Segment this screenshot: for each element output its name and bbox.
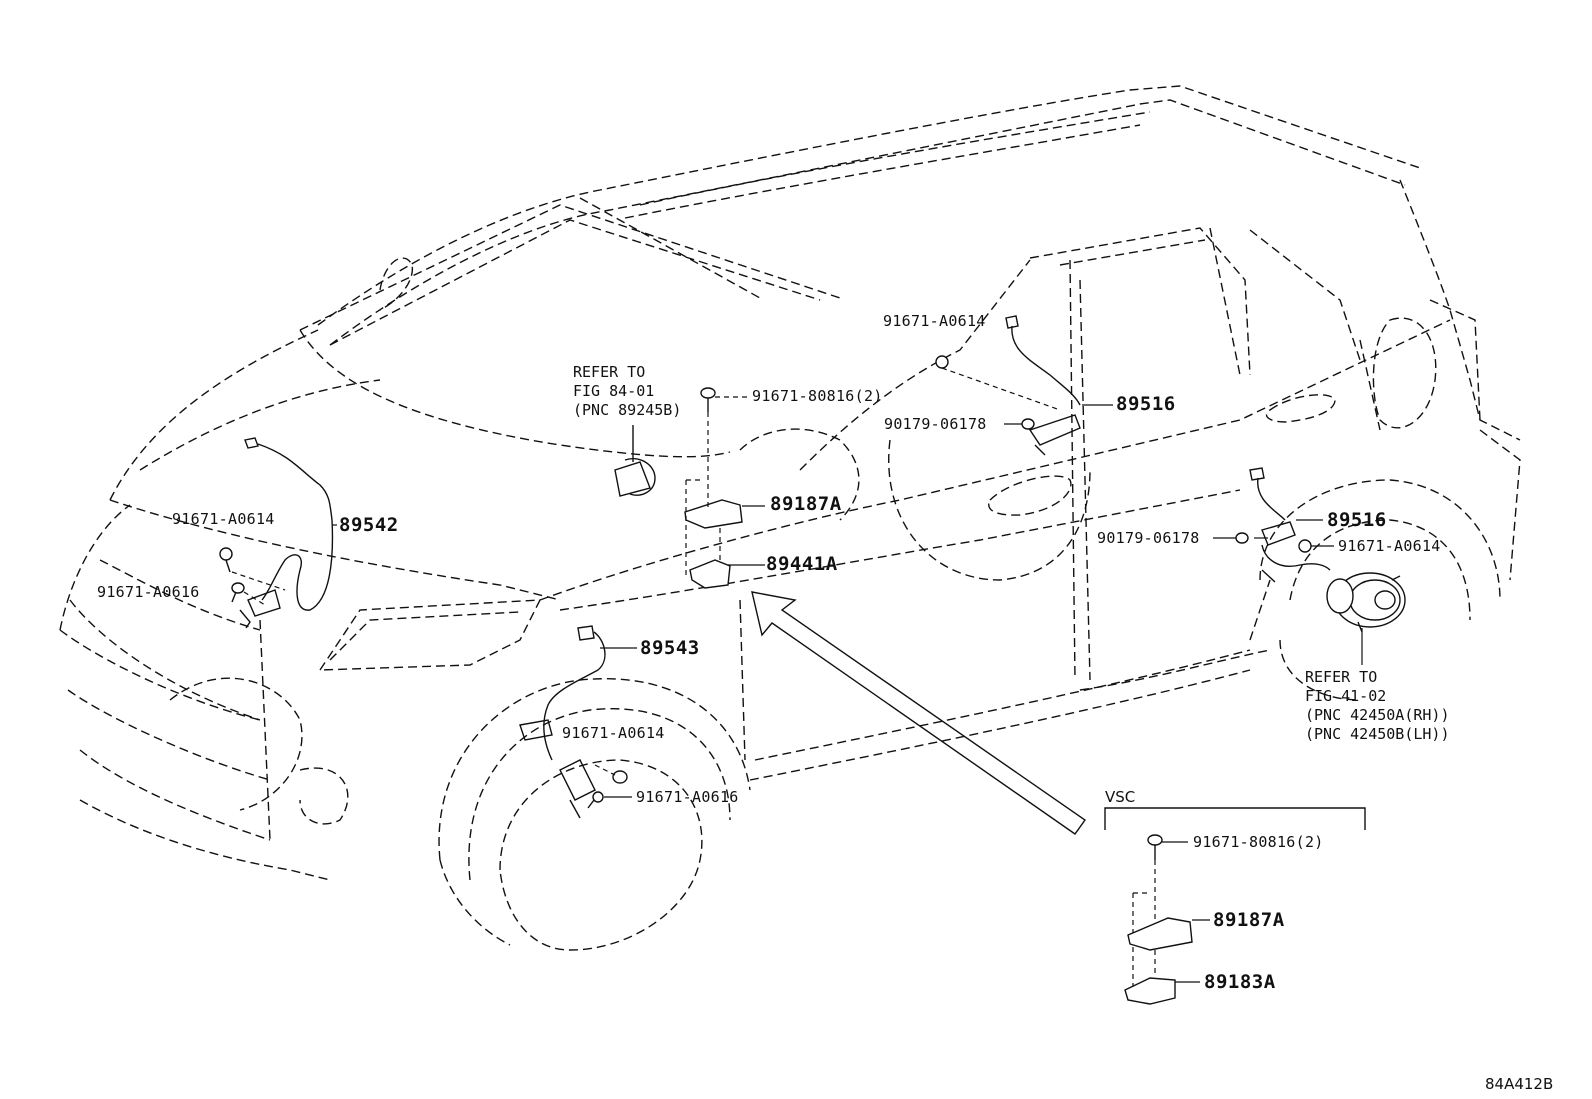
refer-line-3: (PNC 89245B) [573, 401, 682, 419]
refer-fig-41-02-note: REFER TO FIG 41-02 (PNC 42450A(RH)) (PNC… [1305, 668, 1450, 744]
label-89543: 89543 [640, 637, 700, 659]
yaw-rate-sensor-bracket-89187a-art [684, 499, 743, 529]
refer-line-1: REFER TO [573, 363, 646, 381]
label-91671-a0614-front-left: 91671-A0614 [172, 510, 275, 528]
refer-line-2: FIG 84-01 [573, 382, 655, 400]
label-91671-a0616-front-right: 91671-A0616 [636, 788, 739, 806]
clip-90179-06178-upper-art [1021, 418, 1035, 430]
refer-fig-84-01-note: REFER TO FIG 84-01 (PNC 89245B) [573, 363, 681, 420]
rear-upper-speed-sensor-89516-art [1005, 315, 1081, 456]
label-89441a: 89441A [766, 553, 838, 575]
refer-line-2: FIG 41-02 [1305, 687, 1387, 705]
car-body-outline [59, 85, 1521, 951]
front-left-speed-sensor-89542-art [239, 437, 334, 629]
label-90179-06178-lower: 90179-06178 [1097, 529, 1200, 547]
label-91671-a0616-front-left: 91671-A0616 [97, 583, 200, 601]
figure-id: 84A412B [1485, 1075, 1554, 1093]
leader-lines [231, 367, 1363, 798]
label-91671-a0614-rear-upper: 91671-A0614 [883, 312, 986, 330]
refer-line-4: (PNC 42450B(LH)) [1305, 725, 1450, 743]
label-90179-06178-upper: 90179-06178 [884, 415, 987, 433]
vsc-pointer-arrow [751, 591, 1086, 835]
label-89516-lower: 89516 [1327, 509, 1387, 531]
clip-90179-06178-lower-art [1235, 532, 1249, 544]
bolt-91671-a0614-rear-upper-art [935, 355, 949, 369]
label-91671-a0614-front-right: 91671-A0614 [562, 724, 665, 742]
label-89516-upper: 89516 [1116, 393, 1176, 415]
refer-line-3: (PNC 42450A(RH)) [1305, 706, 1450, 724]
label-89187a-main: 89187A [770, 493, 842, 515]
vsc-inset [1104, 807, 1366, 1005]
rear-lower-speed-sensor-89516-art [1249, 467, 1331, 583]
bolt-91671-80816-art [700, 387, 716, 412]
bolt-91671-a0616-front-left-art [231, 582, 245, 603]
front-right-speed-sensor-89543-art [519, 625, 606, 819]
refer-line-1: REFER TO [1305, 668, 1378, 686]
label-vsc-89183a: 89183A [1204, 971, 1276, 993]
label-vsc-91671-80816: 91671-80816(2) [1193, 833, 1324, 851]
spiral-cable-89245b-art [614, 425, 656, 497]
label-vsc-89187a: 89187A [1213, 909, 1285, 931]
bolt-91671-a0616-front-right-art [587, 791, 604, 809]
yaw-rate-sensor-89441a-art [689, 559, 731, 589]
bolt-91671-a0614-front-right-art [612, 770, 628, 784]
rear-axle-hub-42450-art [1326, 572, 1406, 633]
label-89542: 89542 [339, 514, 399, 536]
label-91671-a0614-rear-lower: 91671-A0614 [1338, 537, 1441, 555]
bolt-91671-a0614-rear-lower-art [1298, 539, 1312, 553]
bolt-91671-a0614-front-left-art [219, 547, 233, 573]
label-91671-80816-top: 91671-80816(2) [752, 387, 883, 405]
vsc-title: VSC [1105, 788, 1136, 806]
